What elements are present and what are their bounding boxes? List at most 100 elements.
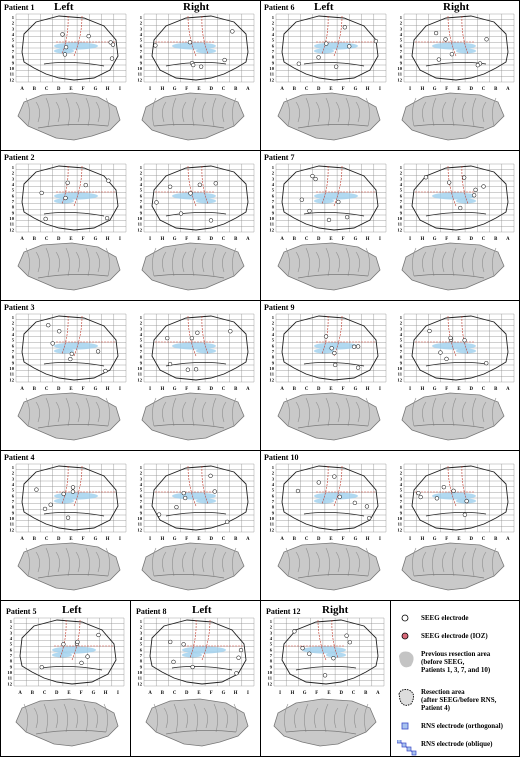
seeg-electrode-marker — [39, 190, 44, 196]
seeg-electrode-marker — [171, 659, 176, 664]
brain-render-right — [138, 542, 250, 592]
seeg-electrode-marker — [61, 491, 66, 497]
row-number: 1 — [400, 465, 403, 470]
brain-surface — [17, 92, 121, 141]
row-number: 9 — [400, 510, 403, 515]
side-label: Right — [322, 604, 349, 616]
seeg-electrode-marker — [189, 335, 194, 341]
row-number: 12 — [9, 377, 14, 382]
seeg-electrode-marker — [344, 633, 349, 638]
column-letter: A — [246, 87, 250, 92]
seeg-electrode-marker — [190, 664, 195, 670]
row-number: 12 — [397, 227, 402, 232]
column-letter: B — [494, 237, 498, 242]
row-number: 1 — [10, 619, 13, 624]
seeg-electrode-marker — [174, 505, 179, 510]
column-letter: D — [469, 537, 473, 542]
column-letter: F — [445, 537, 448, 542]
seeg-electrode-marker — [42, 506, 48, 512]
brain-render-left — [272, 242, 384, 292]
row-number: 8 — [12, 205, 15, 210]
ventricle-shape — [172, 342, 216, 350]
row-number: 2 — [400, 171, 403, 176]
row-number: 5 — [140, 642, 143, 647]
column-letter: D — [209, 387, 213, 392]
ventricle-shape — [172, 42, 216, 50]
row-number: 11 — [398, 522, 403, 527]
row-number: 11 — [270, 222, 275, 227]
seeg-electrode-marker — [85, 654, 90, 659]
row-number: 3 — [140, 176, 143, 181]
brain-render — [10, 698, 122, 748]
row-number: 1 — [400, 15, 403, 20]
row-number: 12 — [137, 681, 142, 686]
row-number: 6 — [272, 43, 275, 48]
column-letter: E — [457, 537, 460, 542]
column-letter: D — [57, 237, 61, 242]
seeg-electrode-marker — [234, 671, 239, 676]
brain-render-left — [12, 92, 124, 142]
row-number: 2 — [12, 171, 15, 176]
column-letter: G — [222, 691, 226, 696]
row-number: 4 — [140, 636, 143, 641]
brain-surface — [277, 392, 381, 441]
column-letter: E — [69, 87, 72, 92]
column-letter: I — [379, 387, 381, 392]
brain-render-right — [398, 242, 510, 292]
brain-outline — [149, 619, 247, 685]
brain-render-left — [272, 542, 384, 592]
seeg-electrode-marker — [154, 200, 159, 205]
column-letter: B — [31, 691, 35, 696]
column-letter: A — [20, 87, 24, 92]
row-number: 2 — [400, 321, 403, 326]
column-letter: I — [117, 691, 119, 696]
ventricle-shape — [314, 492, 358, 500]
brain-surface — [141, 242, 245, 291]
row-number: 12 — [267, 681, 272, 686]
row-number: 10 — [7, 670, 12, 675]
row-number: 10 — [137, 66, 142, 71]
row-number: 11 — [8, 676, 13, 681]
column-letter: D — [209, 537, 213, 542]
seeg-electrode-marker — [34, 487, 39, 492]
column-letter: G — [94, 387, 98, 392]
seeg-electrode-marker — [167, 361, 173, 367]
seeg-electrode-marker — [355, 365, 361, 370]
seeg-electrode-marker — [322, 673, 328, 678]
brain-render — [270, 698, 382, 748]
column-letter: I — [119, 237, 121, 242]
row-number: 10 — [267, 670, 272, 675]
seeg-electrode-marker — [332, 350, 337, 356]
row-number: 11 — [10, 372, 15, 377]
row-number: 3 — [272, 176, 275, 181]
seeg-electrode-marker — [481, 184, 486, 189]
seeg-electrode-marker — [316, 480, 321, 485]
frame-left — [0, 0, 1, 757]
ventricle-shape — [432, 192, 476, 200]
row-number: 11 — [138, 372, 143, 377]
row-number: 7 — [10, 653, 13, 658]
seeg-electrode-marker — [433, 30, 439, 36]
seeg-electrode-marker — [95, 349, 101, 354]
column-letter: B — [234, 387, 238, 392]
seeg-electrode-marker — [364, 504, 370, 509]
seeg-electrode-marker — [68, 356, 73, 362]
column-letter: D — [209, 237, 213, 242]
column-letter: D — [469, 87, 473, 92]
column-letter: E — [69, 537, 72, 542]
row-number: 1 — [140, 15, 143, 20]
column-letter: E — [327, 691, 330, 696]
column-letter: C — [305, 387, 309, 392]
row-number: 12 — [397, 527, 402, 532]
column-letter: F — [342, 237, 345, 242]
seeg-electrode-marker — [187, 40, 193, 45]
row-number: 12 — [9, 527, 14, 532]
column-letter: C — [482, 237, 486, 242]
row-number: 3 — [272, 476, 275, 481]
row-number: 10 — [137, 216, 142, 221]
row-number: 10 — [137, 366, 142, 371]
column-letter: A — [246, 237, 250, 242]
